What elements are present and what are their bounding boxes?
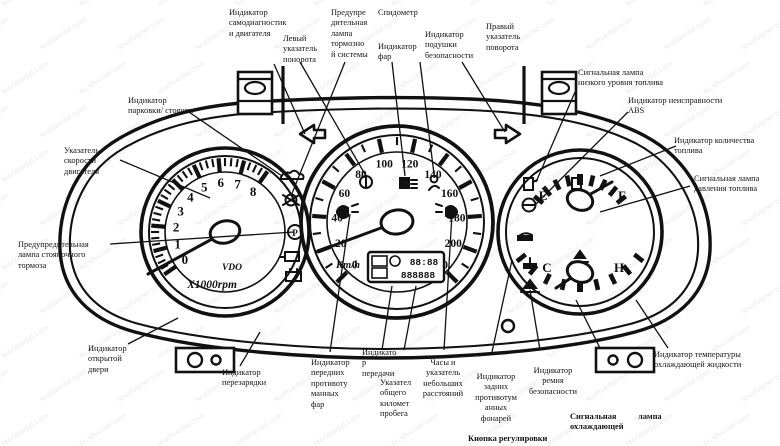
svg-text:0: 0 — [352, 259, 358, 271]
recharge-icon — [285, 268, 302, 282]
label-left-turn: Левый указатель поноротa — [283, 34, 318, 64]
seatbelt-icon — [523, 257, 537, 269]
label-coolant-warning-line3: охлаждающей — [570, 422, 624, 431]
label-recharge: Индикатор перезарядки — [222, 368, 267, 388]
lcd-panel — [366, 250, 446, 284]
low-fuel-icon — [523, 177, 538, 191]
svg-text:80: 80 — [355, 169, 367, 181]
speedometer-ticks — [312, 137, 482, 284]
headlight-icon — [399, 177, 418, 189]
lcd-odometer-digits: 888888 — [401, 270, 436, 281]
svg-text:6: 6 — [217, 175, 224, 190]
right-connector-large-pin — [626, 351, 644, 369]
label-adjust-button: Кнопка регулировки — [468, 434, 548, 443]
fuel-gauge-empty-mark: E — [539, 188, 548, 203]
label-door-open: Индикатор открытой двери — [88, 344, 127, 374]
fuel-gauge-hub — [565, 188, 595, 212]
label-seatbelt: Индикатор ремня безопасности — [528, 366, 578, 396]
fuel-pressure-icon — [517, 232, 533, 241]
left-connector-block — [174, 346, 236, 374]
fuel-gauge-full-mark: F — [618, 188, 626, 203]
tachometer-brand-label: VDO — [222, 263, 242, 273]
svg-text:160: 160 — [441, 188, 459, 200]
label-airbag: Индикатор подушки безопасности — [425, 30, 474, 60]
label-speedometer: Спидометр — [378, 8, 418, 17]
door-open-icon — [279, 251, 300, 262]
svg-text:8: 8 — [250, 184, 257, 199]
label-brake-warning: Предупре дительная лампа тормозно й сист… — [331, 8, 368, 59]
abs-fault-icon — [521, 197, 537, 213]
svg-text:3: 3 — [177, 203, 184, 218]
lcd-clock-digits: 88:88 — [410, 257, 439, 268]
svg-text:P: P — [292, 228, 298, 238]
label-front-fog: Индикатор передних противоту манных фар — [311, 358, 350, 409]
leader-lines — [109, 61, 691, 367]
label-abs-fault: Индикатор неисправности ABS — [628, 96, 723, 116]
right-turn-arrow-icon — [493, 123, 522, 145]
label-engine-speed: Указатель скорости двигателя — [64, 146, 100, 176]
airbag-icon — [428, 174, 440, 191]
front-fog-icon — [336, 203, 359, 219]
right-connector-block — [594, 346, 656, 374]
tachometer-unit-label: X1000rpm — [186, 279, 237, 291]
label-fuel-level: Индикатор количества топлива — [674, 136, 755, 156]
svg-text:200: 200 — [445, 238, 463, 250]
label-rear-fog: Индикатор задних противотум анных фонаре… — [475, 372, 517, 423]
svg-text:120: 120 — [401, 158, 419, 170]
engine-self-diagnostics-icon — [359, 175, 373, 189]
label-low-fuel: Сигнальная лампа низкого уровня топлива — [578, 68, 663, 88]
tachometer-hub — [208, 219, 242, 245]
label-clock-trip: Часы и указатель небольших расстояний — [422, 358, 464, 399]
tachometer-ticks — [151, 158, 270, 277]
right-adjust-knob — [547, 80, 571, 96]
fuel-gauge-pump-icon — [571, 177, 582, 190]
parking-indicator-icon — [280, 169, 305, 180]
svg-text:60: 60 — [339, 188, 351, 200]
svg-text:7: 7 — [234, 177, 241, 192]
svg-text:5: 5 — [201, 180, 208, 195]
label-right-turn: Правый указатель поворота — [486, 22, 521, 52]
temperature-gauge-hot-mark: H — [614, 260, 624, 275]
left-connector-large-pin — [186, 351, 204, 369]
label-odometer: Указател общего километ пробега — [380, 378, 412, 419]
left-adjust-knob — [243, 80, 267, 96]
label-parking-indicator: Индикатор парковки/ стоянки — [128, 96, 194, 116]
svg-text:4: 4 — [187, 189, 194, 204]
speedometer-hub — [379, 208, 415, 236]
temperature-gauge-thermometer-icon — [571, 249, 589, 263]
label-coolant-warning-line1: Сигнальная — [570, 412, 617, 421]
brake-warning-icon — [282, 193, 300, 207]
label-fuel-pressure: Сигнальная лампа давления топлива — [694, 174, 760, 194]
svg-text:2: 2 — [173, 220, 180, 235]
left-turn-arrow-icon — [298, 123, 327, 145]
svg-text:0: 0 — [182, 252, 189, 267]
label-headlights: Индикатор фар — [378, 42, 417, 62]
adjust-button-knob — [500, 318, 516, 334]
svg-text:100: 100 — [376, 158, 394, 170]
label-coolant-temp: Индикатор температуры охлаждающей жидкос… — [654, 350, 742, 370]
left-connector-small-pin — [210, 354, 222, 366]
label-engine-self-diagnostics: Индикатор самодиагностик и двигателя — [229, 8, 287, 38]
label-gear-indicator: Индикато р передачи — [362, 348, 397, 378]
label-parking-brake-warning: Предупредительная лампа стояночного торм… — [18, 240, 89, 270]
svg-text:1: 1 — [174, 237, 181, 252]
svg-text:40: 40 — [331, 213, 343, 225]
right-connector-small-pin — [607, 354, 619, 366]
rear-fog-icon — [435, 203, 458, 219]
temperature-gauge-cold-mark: C — [542, 260, 551, 275]
label-coolant-warning-line2: лампа — [638, 412, 662, 421]
speedometer-unit-label: Km/h — [335, 260, 360, 271]
